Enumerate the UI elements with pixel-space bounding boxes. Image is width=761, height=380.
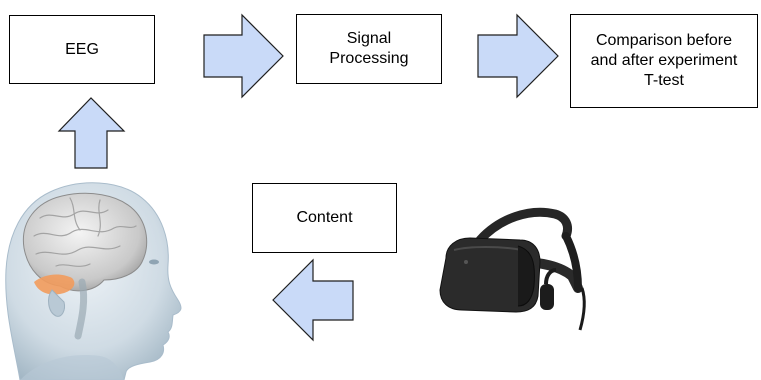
arrow-signal-processing-to-comparison	[477, 13, 559, 99]
comparison-label-line-1: Comparison before	[595, 32, 733, 49]
arrow-eeg-to-signal-processing	[203, 13, 284, 99]
arrow-headset-to-head	[272, 258, 354, 342]
content-label: Content	[296, 209, 353, 226]
vr-headset-icon	[439, 207, 586, 331]
head-icon	[5, 182, 182, 380]
signal-processing-label-line-1: Signal	[346, 30, 392, 47]
comparison-label-line-2: and after experiment	[590, 52, 738, 69]
comparison-label-line-3: T-test	[643, 72, 684, 89]
arrow-head-to-eeg	[57, 97, 126, 169]
signal-processing-box: Signal Processing	[296, 14, 442, 84]
temporal-lobe-highlight	[34, 274, 75, 295]
content-box: Content	[252, 183, 397, 253]
comparison-box: Comparison before and after experiment T…	[570, 14, 758, 108]
eeg-box: EEG	[9, 15, 155, 84]
signal-processing-label-line-2: Processing	[329, 50, 409, 67]
eeg-label: EEG	[65, 40, 99, 58]
